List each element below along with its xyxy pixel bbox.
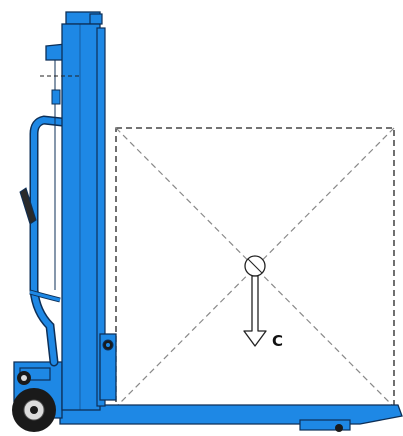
down-arrow-icon (243, 275, 267, 347)
rear-wheel (12, 388, 56, 432)
mast (40, 11, 117, 411)
center-of-gravity: C (243, 255, 283, 350)
caster-wheel (17, 371, 31, 385)
fork-platform (59, 404, 403, 432)
handle (19, 115, 67, 367)
load-diagonal-1 (115, 127, 395, 408)
fork-roller-icon (335, 424, 343, 432)
load-diagonal-2 (115, 127, 395, 408)
grip-lever-icon (19, 187, 37, 225)
load-center-label: C (272, 332, 283, 350)
